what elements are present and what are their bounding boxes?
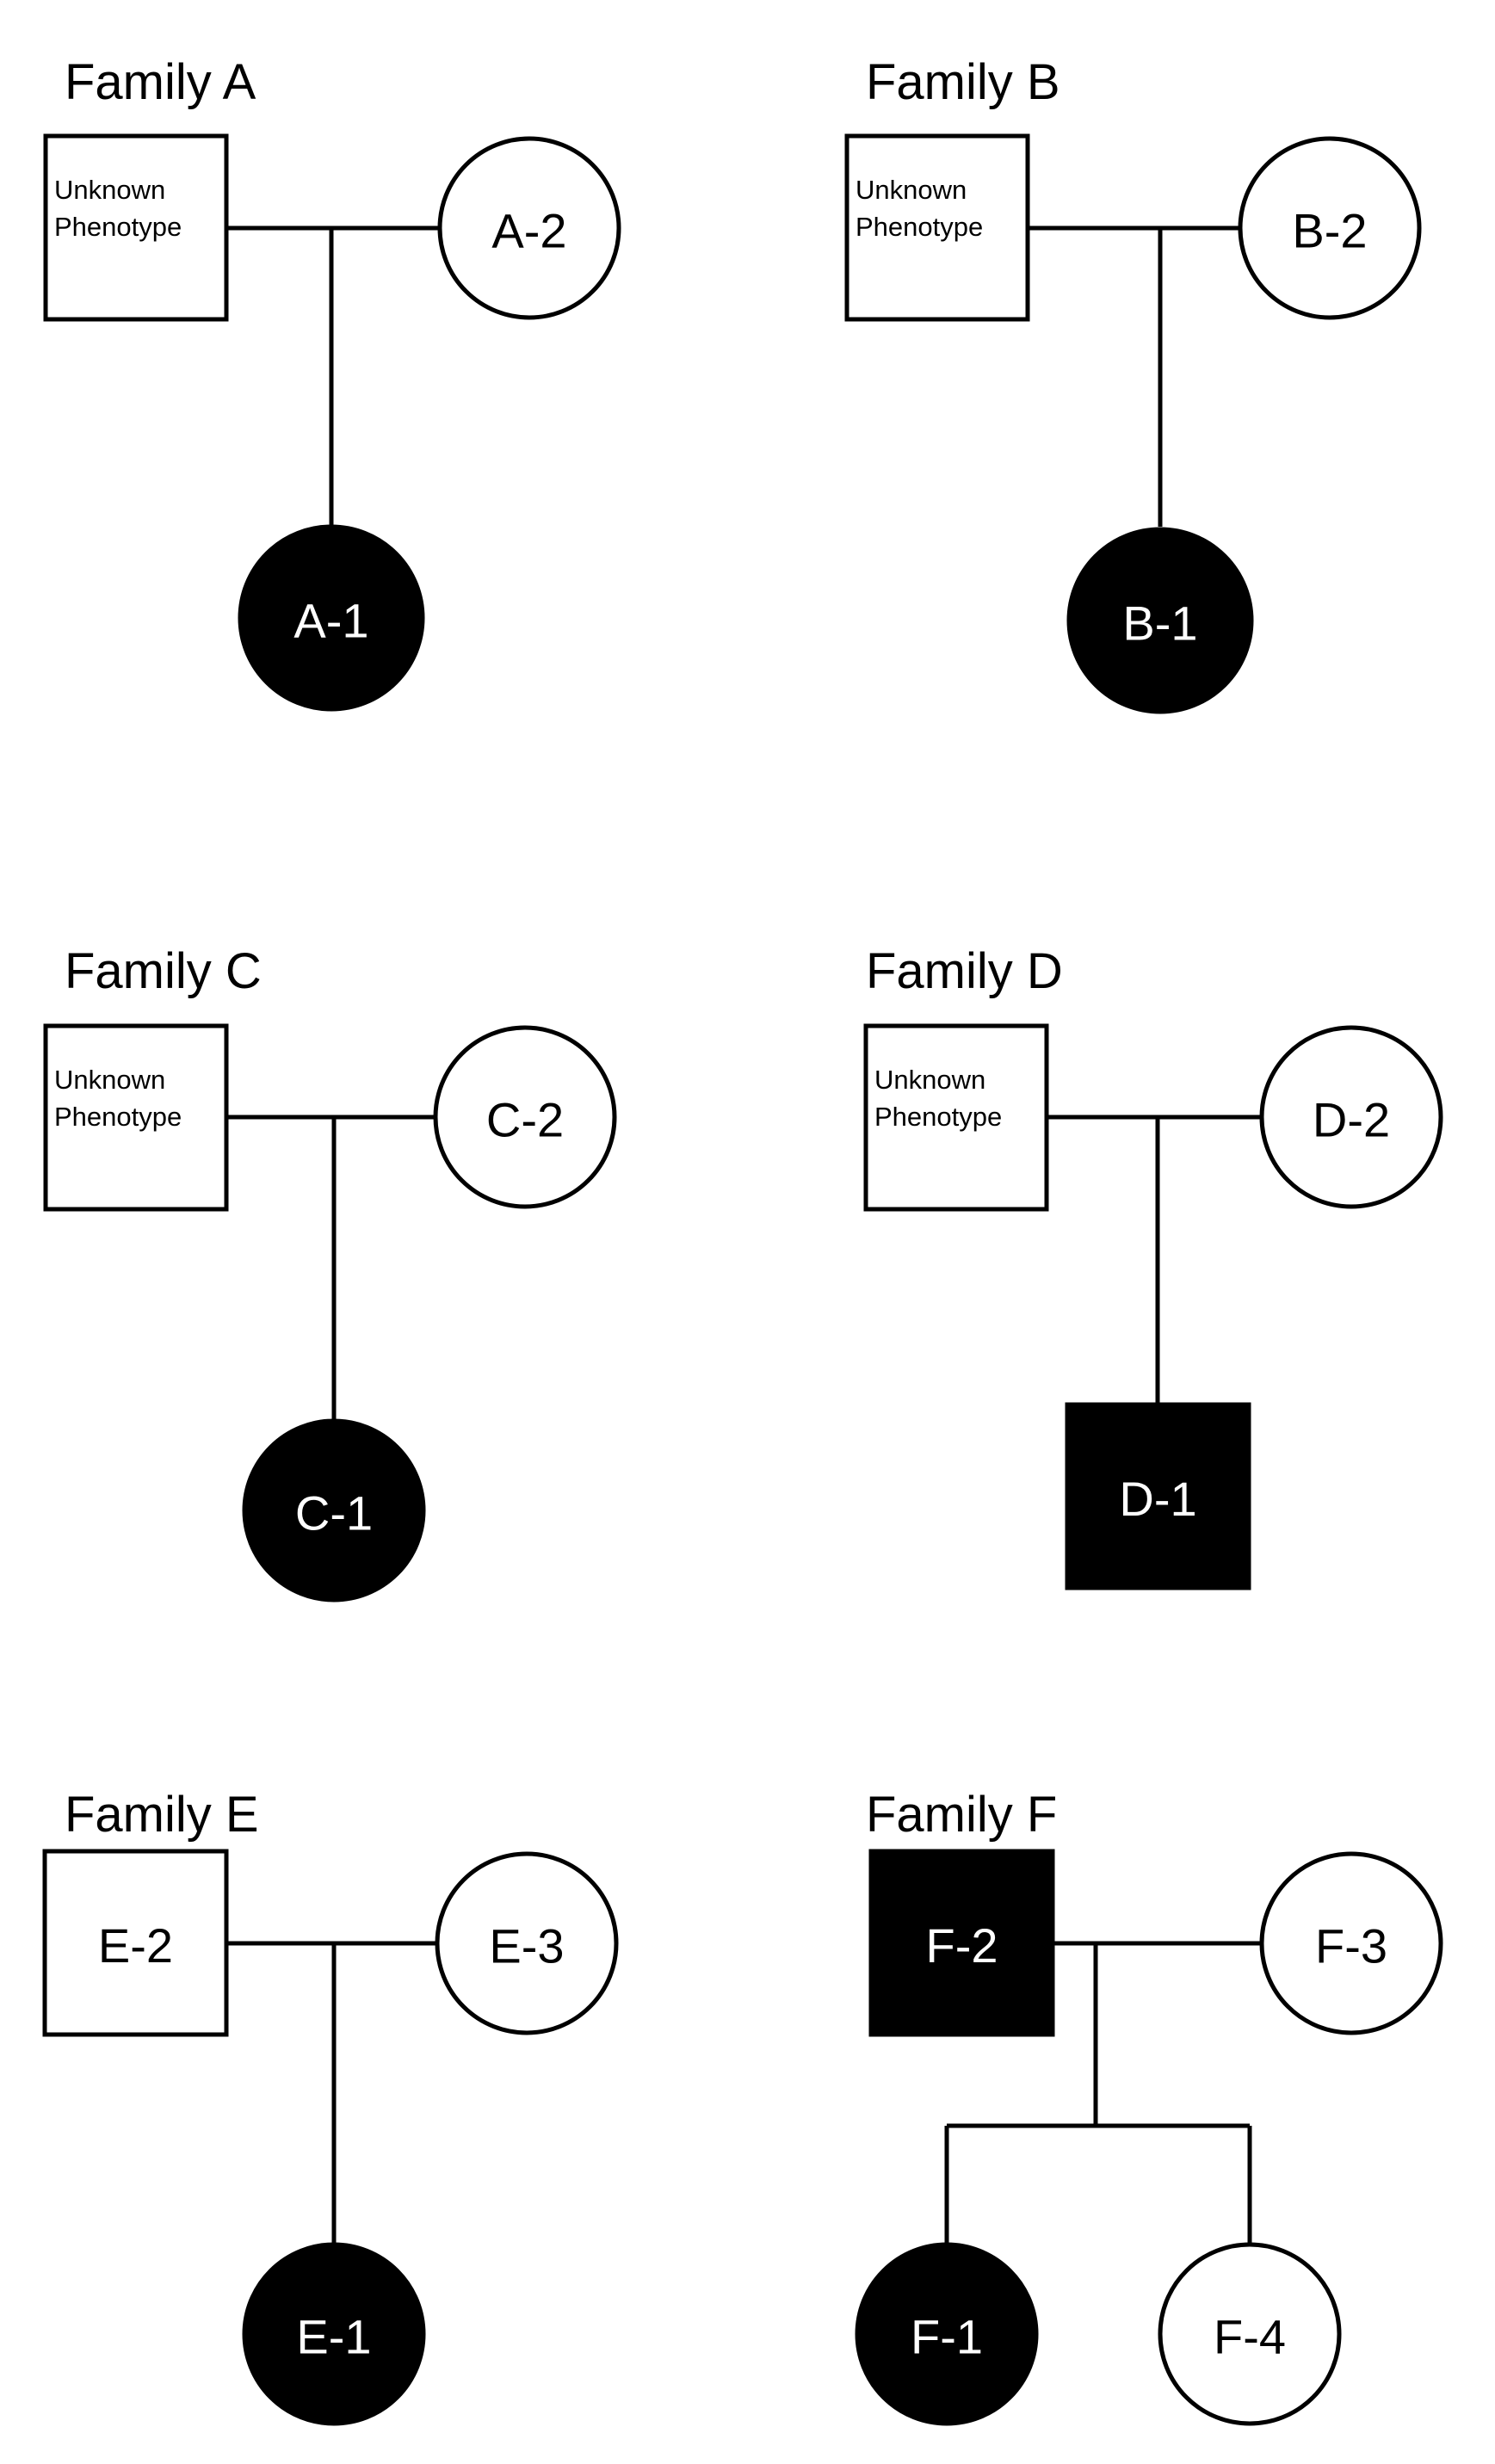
symbol-A-1[interactable]: A-1	[238, 524, 425, 712]
open-square-A-father[interactable]	[43, 133, 229, 322]
unknown-phenotype-line1-B-father: Unknown	[856, 175, 967, 205]
symbol-F-3[interactable]: F-3	[1259, 1851, 1443, 2035]
symbol-C-1[interactable]: C-1	[242, 1418, 426, 1603]
unknown-phenotype-line2-D-father: Phenotype	[874, 1102, 1002, 1132]
family-title-family-c: Family C	[65, 943, 262, 999]
unknown-phenotype-line1-D-father: Unknown	[874, 1065, 985, 1095]
open-circle-C-2[interactable]	[433, 1025, 617, 1209]
filled-square-D-1[interactable]	[1065, 1402, 1251, 1590]
symbol-label-D-1: D-1	[1119, 1472, 1196, 1526]
symbol-D-1[interactable]: D-1	[1065, 1402, 1251, 1590]
unknown-phenotype-line1-A-father: Unknown	[54, 175, 165, 205]
filled-circle-C-1[interactable]	[242, 1418, 426, 1603]
open-square-C-father[interactable]	[43, 1023, 229, 1212]
symbol-D-2[interactable]: D-2	[1259, 1025, 1443, 1209]
symbol-label-B-2: B-2	[1292, 204, 1367, 258]
open-circle-F-3[interactable]	[1259, 1851, 1443, 2035]
open-square-B-father[interactable]	[844, 133, 1030, 322]
open-circle-E-3[interactable]	[435, 1851, 619, 2035]
open-circle-A-2[interactable]	[437, 136, 621, 320]
symbol-F-1[interactable]: F-1	[855, 2242, 1039, 2426]
filled-circle-E-1[interactable]	[242, 2242, 426, 2426]
symbol-label-E-1: E-1	[296, 2310, 371, 2364]
filled-circle-F-1[interactable]	[855, 2242, 1039, 2426]
unknown-phenotype-line2-A-father: Phenotype	[54, 212, 182, 242]
symbol-label-F-3: F-3	[1315, 1919, 1387, 1973]
symbol-label-E-3: E-3	[489, 1919, 564, 1973]
unknown-phenotype-line1-C-father: Unknown	[54, 1065, 165, 1095]
filled-square-F-2[interactable]	[868, 1849, 1055, 2037]
family-title-family-e: Family E	[65, 1787, 259, 1843]
symbol-F-4[interactable]: F-4	[1158, 2242, 1342, 2426]
filled-circle-B-1[interactable]	[1066, 527, 1254, 714]
open-circle-F-4[interactable]	[1158, 2242, 1342, 2426]
symbol-label-F-2: F-2	[926, 1918, 998, 1973]
family-title-family-a: Family A	[65, 54, 256, 110]
unknown-phenotype-line2-C-father: Phenotype	[54, 1102, 182, 1132]
symbol-label-F-1: F-1	[911, 2310, 983, 2364]
symbol-label-E-2: E-2	[98, 1918, 173, 1973]
symbol-B-2[interactable]: B-2	[1238, 136, 1422, 320]
family-group-family-e: Family E E-2 E-3E-1	[42, 1787, 619, 2426]
open-circle-D-2[interactable]	[1259, 1025, 1443, 1209]
symbol-E-1[interactable]: E-1	[242, 2242, 426, 2426]
symbol-E-2[interactable]: E-2	[42, 1849, 229, 2037]
symbol-label-C-2: C-2	[486, 1093, 564, 1147]
unknown-phenotype-line2-B-father: Phenotype	[856, 212, 983, 242]
symbol-F-2[interactable]: F-2	[868, 1849, 1055, 2037]
symbol-A-2[interactable]: A-2	[437, 136, 621, 320]
symbol-C-2[interactable]: C-2	[433, 1025, 617, 1209]
open-square-D-father[interactable]	[863, 1023, 1049, 1212]
open-circle-B-2[interactable]	[1238, 136, 1422, 320]
open-square-E-2[interactable]	[42, 1849, 229, 2037]
family-title-family-d: Family D	[866, 943, 1063, 999]
symbol-label-B-1: B-1	[1122, 596, 1197, 651]
symbol-label-A-2: A-2	[491, 204, 566, 258]
symbol-label-A-1: A-1	[293, 594, 368, 648]
symbol-label-C-1: C-1	[295, 1486, 373, 1541]
filled-circle-A-1[interactable]	[238, 524, 425, 712]
symbol-B-1[interactable]: B-1	[1066, 527, 1254, 714]
family-group-family-f: Family F F-2 F-3F-1 F-4	[855, 1787, 1443, 2426]
symbol-label-D-2: D-2	[1313, 1093, 1390, 1147]
family-title-family-f: Family F	[866, 1787, 1057, 1843]
family-title-family-b: Family B	[866, 54, 1060, 110]
symbol-label-F-4: F-4	[1214, 2310, 1286, 2364]
symbol-E-3[interactable]: E-3	[435, 1851, 619, 2035]
